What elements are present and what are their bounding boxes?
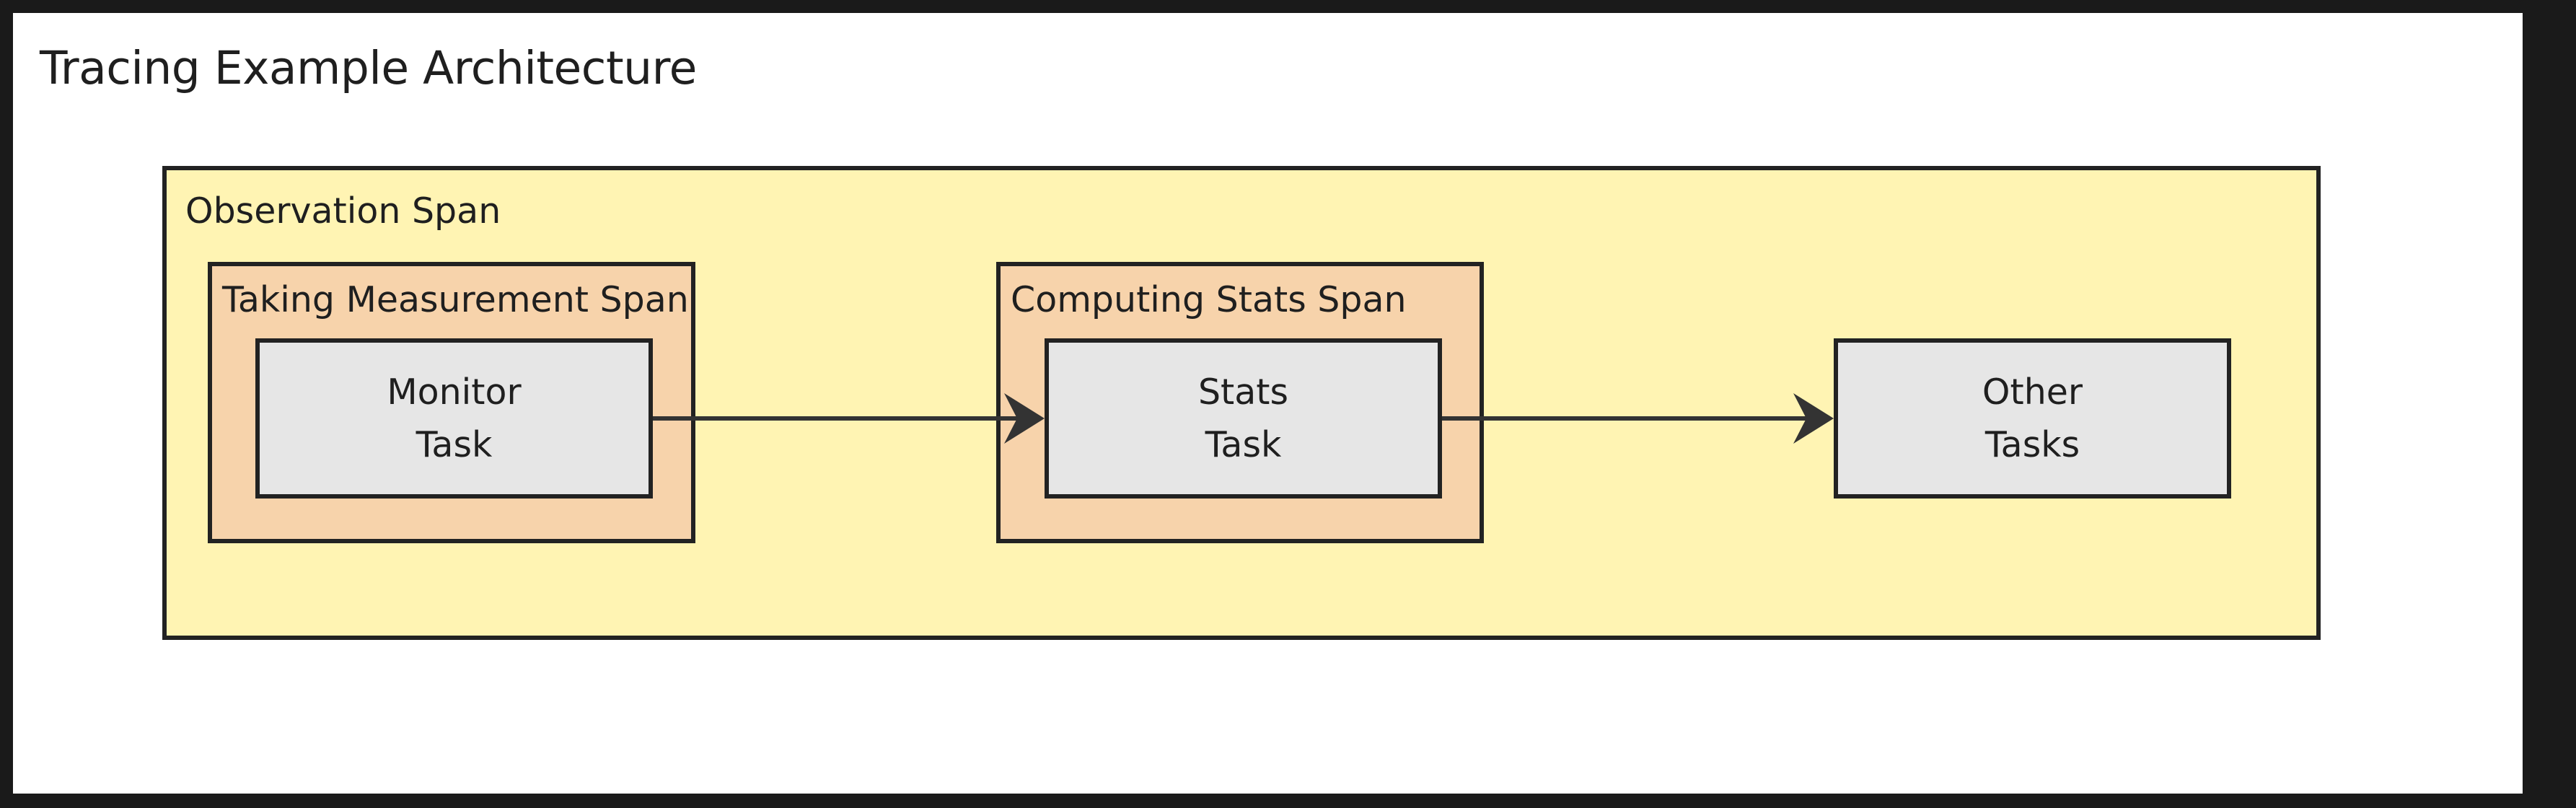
stats-task-line1: Stats xyxy=(1197,372,1289,413)
computing-stats-span-label: Computing Stats Span xyxy=(1011,279,1407,320)
other-tasks-line1: Other xyxy=(1982,372,2083,413)
stats-task-node: Stats Task xyxy=(1045,338,1442,499)
other-tasks-line2: Tasks xyxy=(1984,424,2080,465)
taking-measurement-span-label: Taking Measurement Span xyxy=(222,279,689,320)
diagram-title: Tracing Example Architecture xyxy=(40,42,697,95)
diagram-canvas: Tracing Example Architecture Observation… xyxy=(13,13,2523,794)
other-tasks-node: Other Tasks xyxy=(1834,338,2231,499)
monitor-task-line1: Monitor xyxy=(387,372,522,413)
monitor-task-node: Monitor Task xyxy=(255,338,653,499)
monitor-task-line2: Task xyxy=(416,424,493,465)
stats-task-line2: Task xyxy=(1205,424,1282,465)
observation-span-label: Observation Span xyxy=(185,190,501,232)
